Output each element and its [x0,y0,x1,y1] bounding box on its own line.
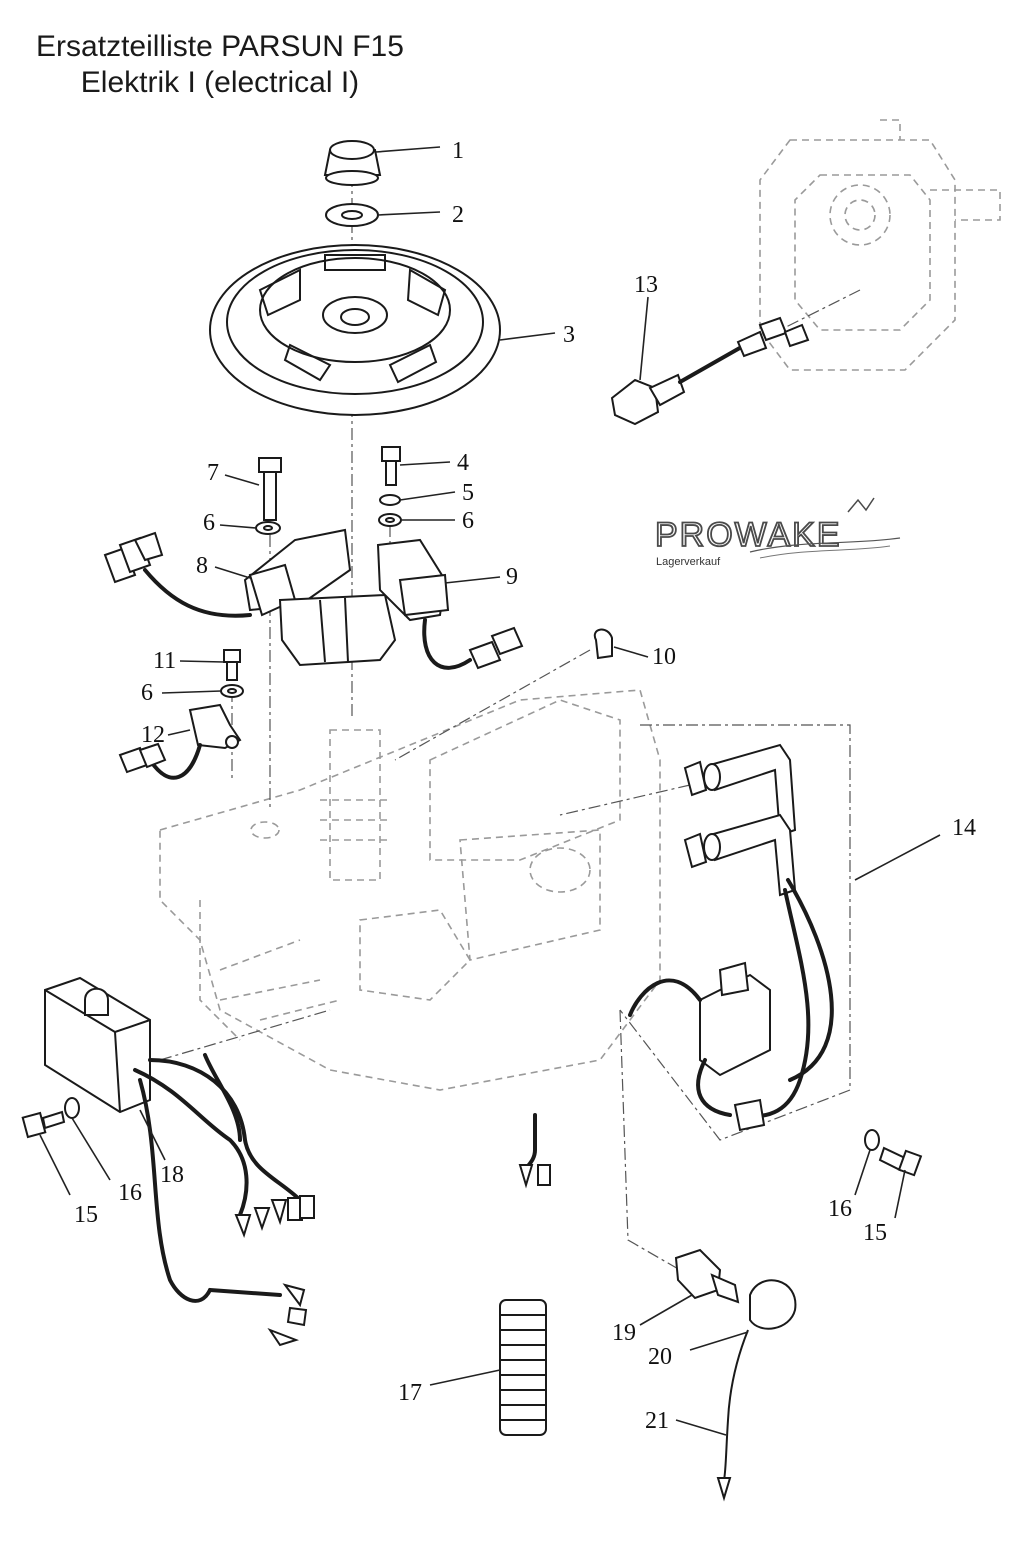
ground-lead-connectors [518,1113,551,1189]
part-20-connector-cap [749,1279,797,1330]
part-6-washer-lower [220,684,244,698]
logo-tagline: Lagerverkauf [656,556,721,568]
callout-numbers: 1 2 3 4 5 6 7 6 8 9 10 11 6 12 13 14 15 … [74,138,976,1434]
callout-11: 11 [153,648,176,674]
part-2-washer [325,203,379,227]
part-21-lead-wire [716,1329,749,1502]
callout-16-left: 16 [118,1180,142,1206]
part-16-washer-left [64,1097,80,1119]
callout-6-lower: 6 [141,680,153,706]
part-17-corrugated-tube [499,1299,547,1436]
callout-15-right: 15 [863,1220,887,1246]
callout-12: 12 [141,722,165,748]
part-10-woodruff-key [593,628,613,660]
callout-2: 2 [452,202,464,228]
part-15-bolt-right [878,1146,923,1177]
part-9-pulser-coil [376,538,524,670]
callout-3: 3 [563,322,575,348]
part-1-flywheel-nut [323,140,382,186]
callout-6-right: 6 [462,508,474,534]
part-6-washer-left [255,521,281,535]
cylinder-head-ghost [759,119,1001,371]
part-11-bolt [223,649,241,681]
part-12-sensor-coil [118,703,242,780]
callout-9: 9 [506,564,518,590]
part-16-washer-right [864,1129,880,1151]
callout-14: 14 [952,815,976,841]
part-19-pressure-switch [674,1248,740,1304]
callout-8: 8 [196,553,208,579]
callout-5: 5 [462,480,474,506]
callout-4: 4 [457,450,469,476]
part-3-flywheel [209,244,501,416]
part-18-cdi-unit [44,976,315,1347]
callout-20: 20 [648,1344,672,1370]
prowake-logo: PROWAKE Lagerverkauf [654,497,901,568]
part-6-washer-right [378,513,402,527]
diagram-title: Ersatzteilliste PARSUN F15 [36,30,404,63]
part-14-ignition-coil [628,743,834,1132]
part-7-long-bolt [258,457,282,521]
callout-7: 7 [207,460,219,486]
engine-block-ghost [159,689,661,1091]
callout-leaders [39,146,941,1436]
logo-brand: PROWAKE [655,516,842,554]
callout-10: 10 [652,644,676,670]
callout-15-left: 15 [74,1202,98,1228]
callout-18: 18 [160,1162,184,1188]
part-5-lock-washer [379,494,401,506]
part-15-bolt-left [21,1110,66,1139]
callout-13: 13 [634,272,658,298]
callout-1: 1 [452,138,464,164]
part-4-bolt [381,446,401,486]
callout-21: 21 [645,1408,669,1434]
callout-17: 17 [398,1380,422,1406]
diagram-subtitle: Elektrik I (electrical I) [80,66,360,99]
part-13-temperature-sensor [610,316,810,426]
callout-19: 19 [612,1320,636,1346]
callout-6-left: 6 [203,510,215,536]
callout-16-right: 16 [828,1196,852,1222]
